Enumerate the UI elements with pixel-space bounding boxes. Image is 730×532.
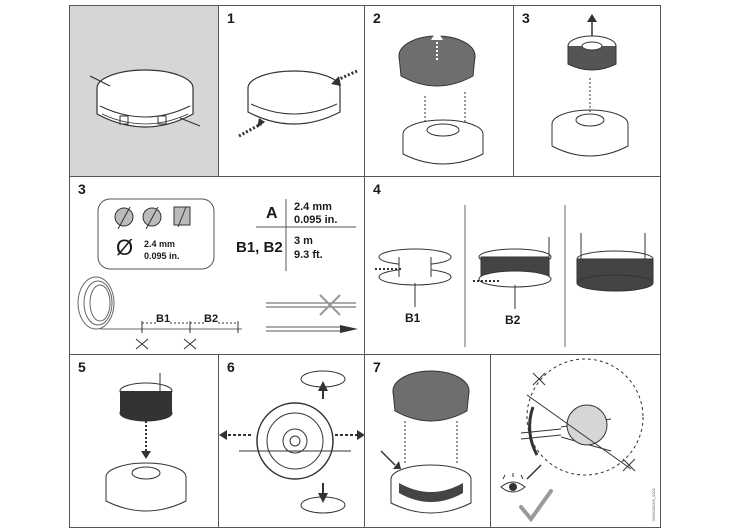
panel-step-3-line-spec: 3 bbox=[69, 176, 365, 355]
b-m: 3 m bbox=[294, 235, 313, 247]
scissors-icon bbox=[183, 338, 197, 350]
scissors-icon bbox=[532, 372, 546, 386]
winding-b1: B1 bbox=[405, 311, 421, 325]
panel-step-3-remove-spool: 3 bbox=[513, 5, 661, 177]
a-label: A bbox=[266, 205, 278, 222]
panel-step-4-winding: 4 B1 B2 bbox=[364, 176, 661, 355]
step-number: 6 bbox=[227, 359, 235, 375]
step-number: 4 bbox=[373, 181, 381, 197]
line-length-check-illustration bbox=[500, 358, 644, 523]
document-code: 0000000000_0001 bbox=[651, 487, 656, 521]
thread-line-illustration bbox=[219, 370, 364, 514]
checkmark-icon bbox=[519, 489, 553, 523]
eye-icon bbox=[500, 473, 526, 493]
panel-step-1: 1 bbox=[218, 5, 365, 177]
panel-step-2: 2 bbox=[364, 5, 514, 177]
step-number: 5 bbox=[78, 359, 86, 375]
remove-cap-illustration bbox=[398, 30, 484, 165]
trimmer-head-illustration bbox=[89, 69, 201, 128]
a-in: 0.095 in. bbox=[294, 214, 338, 226]
step-number: 2 bbox=[373, 10, 381, 26]
insert-spool-illustration bbox=[105, 373, 187, 512]
panel-step-7: 7 bbox=[364, 354, 491, 528]
panel-assembled-head bbox=[69, 5, 219, 177]
diameter-symbol: Ø bbox=[116, 235, 134, 260]
b-label: B1, B2 bbox=[236, 239, 283, 256]
diameter-in: 0.095 in. bbox=[144, 251, 180, 261]
arrow-icon bbox=[238, 122, 262, 138]
press-tabs-illustration bbox=[238, 69, 358, 138]
diameter-mm: 2.4 mm bbox=[144, 239, 176, 249]
refit-cap-illustration bbox=[380, 370, 472, 514]
panel-check: 0000000000_0001 bbox=[490, 354, 661, 528]
dim-b2: B2 bbox=[204, 313, 219, 325]
winding-b2: B2 bbox=[505, 313, 521, 327]
dim-b1: B1 bbox=[156, 313, 171, 325]
scissors-icon bbox=[135, 338, 149, 350]
step-number: 7 bbox=[373, 359, 381, 375]
panel-step-5: 5 bbox=[69, 354, 219, 528]
line-spec-drawing bbox=[77, 198, 358, 350]
panel-step-6: 6 bbox=[218, 354, 365, 528]
step-number: 3 bbox=[78, 181, 86, 197]
winding-illustration bbox=[375, 205, 654, 347]
remove-spool-illustration bbox=[551, 14, 629, 157]
b-ft: 9.3 ft. bbox=[294, 249, 323, 261]
step-number: 3 bbox=[522, 10, 530, 26]
scissors-icon bbox=[622, 458, 636, 472]
step-number: 1 bbox=[227, 10, 235, 26]
a-mm: 2.4 mm bbox=[294, 201, 332, 213]
